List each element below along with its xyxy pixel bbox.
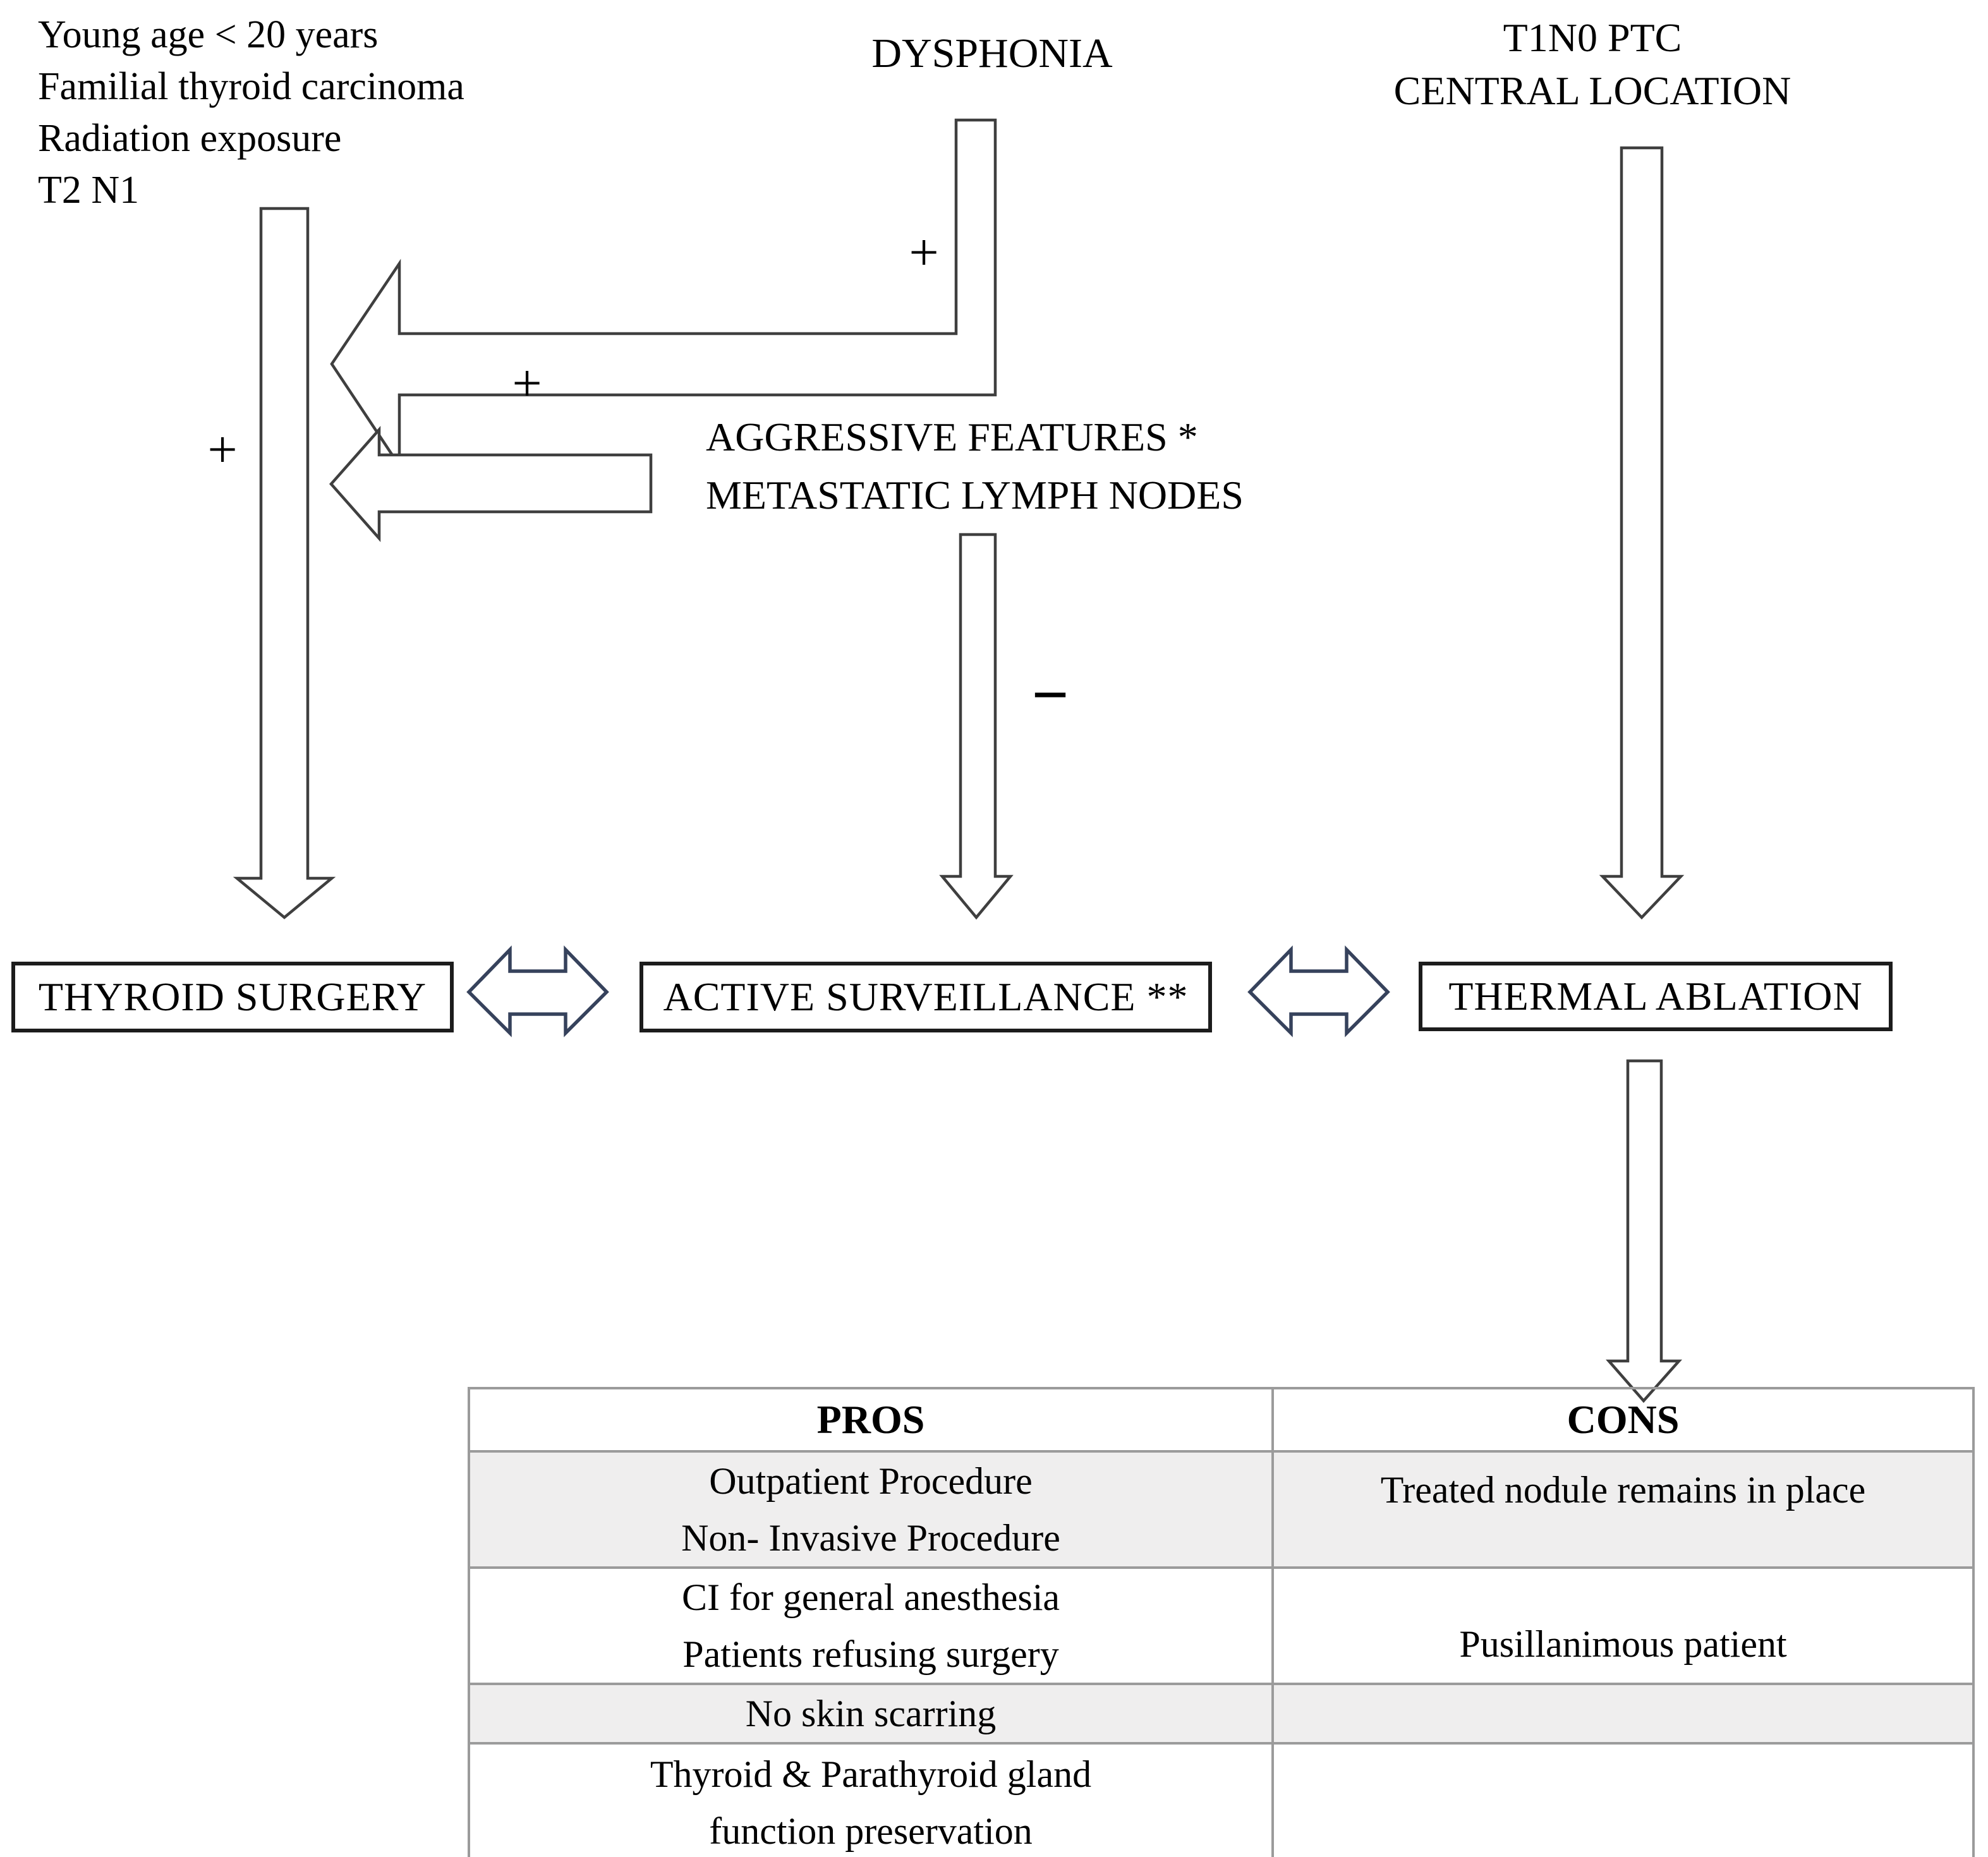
active-surveillance-box: ACTIVE SURVEILLANCE ** xyxy=(639,962,1212,1032)
down-arrow-t1n0-to-ablation xyxy=(1599,146,1685,920)
down-arrow-risk-to-surgery xyxy=(233,207,336,919)
t1n0-ptc-label: T1N0 PTC xyxy=(1503,15,1682,60)
active-surveillance-label: ACTIVE SURVEILLANCE ** xyxy=(663,974,1189,1019)
thyroid-surgery-box: THYROID SURGERY xyxy=(11,962,454,1032)
aggressive-features-label: AGGRESSIVE FEATURES * xyxy=(706,414,1198,459)
risk-factor-line: Radiation exposure xyxy=(38,117,342,160)
pros-cell: No skin scarring xyxy=(468,1683,1274,1745)
metastatic-nodes-label: METASTATIC LYMPH NODES xyxy=(706,473,1244,517)
thyroid-surgery-label: THYROID SURGERY xyxy=(38,974,427,1019)
left-arrow-aggressive-to-surgery xyxy=(329,426,653,542)
plus-sign-risk-factors: + xyxy=(207,420,238,480)
down-arrow-aggressive-to-surveillance xyxy=(939,533,1014,920)
double-arrow-surveillance-ablation xyxy=(1247,945,1390,1037)
table-header-row: PROS CONS xyxy=(468,1387,1975,1453)
cons-header: CONS xyxy=(1271,1387,1975,1453)
pros-cell: Outpatient Procedure Non- Invasive Proce… xyxy=(468,1450,1274,1569)
elbow-arrow-dysphonia-to-surgery xyxy=(330,118,997,471)
cons-cell xyxy=(1271,1742,1975,1857)
pros-cell: Thyroid & Parathyroid gland function pre… xyxy=(468,1742,1274,1857)
thermal-ablation-label: THERMAL ABLATION xyxy=(1448,974,1863,1019)
cons-cell xyxy=(1271,1683,1975,1745)
pros-cell: CI for general anesthesia Patients refus… xyxy=(468,1566,1274,1685)
risk-factor-line: T2 N1 xyxy=(38,169,140,212)
cons-cell: Treated nodule remains in place xyxy=(1271,1450,1975,1569)
minus-sign-surveillance: − xyxy=(1031,658,1069,732)
cons-cell: Pusillanimous patient xyxy=(1271,1566,1975,1685)
plus-sign-aggressive: + xyxy=(512,354,542,413)
dysphonia-label: DYSPHONIA xyxy=(871,30,1113,76)
plus-sign-dysphonia: + xyxy=(909,223,939,282)
risk-factor-line: Familial thyroid carcinoma xyxy=(38,65,464,108)
table-row: CI for general anesthesia Patients refus… xyxy=(468,1566,1975,1685)
table-row: Outpatient Procedure Non- Invasive Proce… xyxy=(468,1450,1975,1569)
down-arrow-ablation-to-table xyxy=(1606,1059,1683,1403)
double-arrow-surgery-surveillance xyxy=(466,945,609,1037)
table-row: No skin scarring xyxy=(468,1683,1975,1745)
pros-header: PROS xyxy=(468,1387,1274,1453)
table-row: Thyroid & Parathyroid gland function pre… xyxy=(468,1742,1975,1857)
thermal-ablation-box: THERMAL ABLATION xyxy=(1419,962,1893,1031)
pros-cons-table: PROS CONS Outpatient Procedure Non- Inva… xyxy=(468,1387,1975,1857)
central-location-label: CENTRAL LOCATION xyxy=(1393,68,1791,113)
risk-factors-list: Young age < 20 years Familial thyroid ca… xyxy=(38,9,464,216)
risk-factor-line: Young age < 20 years xyxy=(38,13,379,56)
